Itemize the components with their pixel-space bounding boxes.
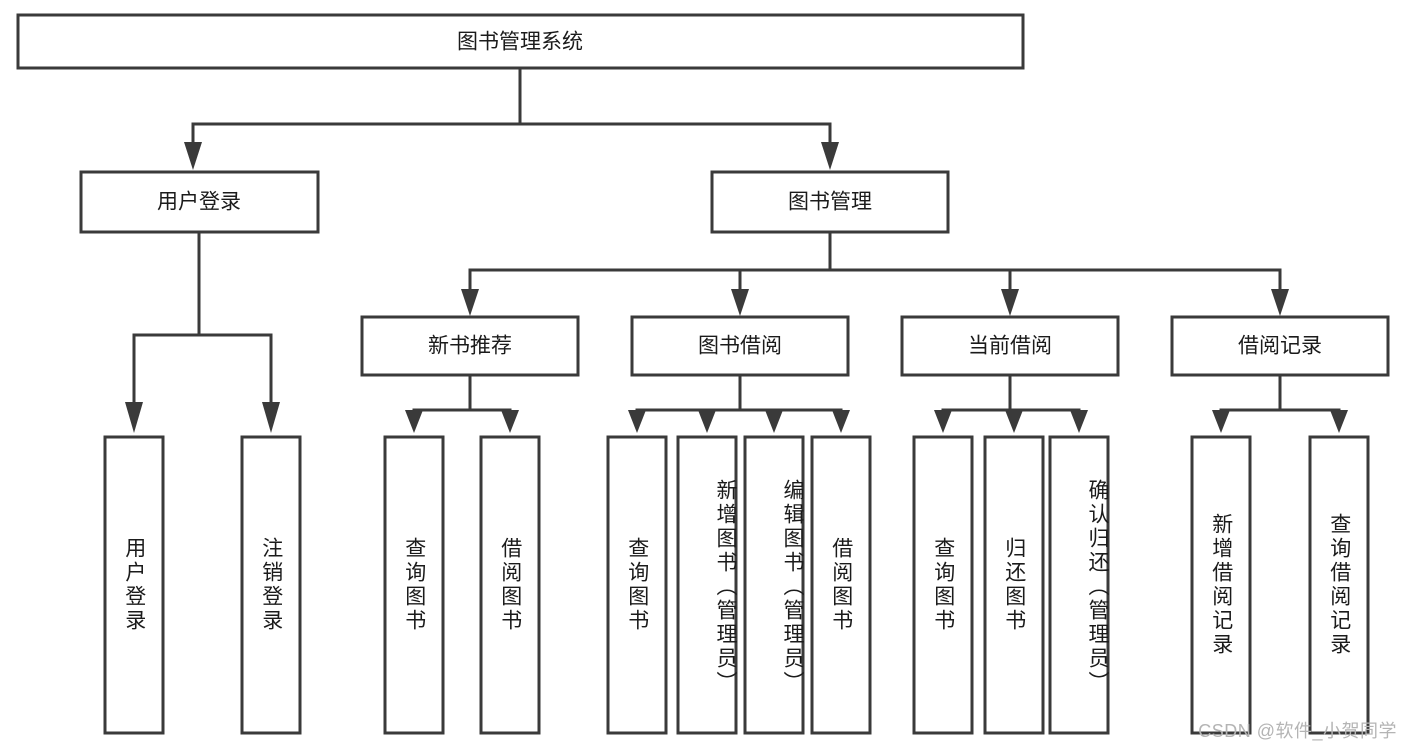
- arrow-leaf-logout-icon: [262, 402, 280, 433]
- leaf-box-logout[interactable]: [240, 435, 302, 735]
- leaf-box-query-book-2[interactable]: [606, 435, 668, 735]
- node-current-borrow-box[interactable]: [900, 315, 1120, 377]
- node-current-borrow[interactable]: 当前借阅: [900, 315, 1120, 377]
- leaf-box-return-book[interactable]: [983, 435, 1045, 735]
- node-book-borrow[interactable]: 图书借阅: [630, 315, 850, 377]
- leaf-box-borrow-book-1[interactable]: [479, 435, 541, 735]
- arrow-leaf-query-book-2-icon: [628, 410, 646, 433]
- arrow-leaf-query-record-icon: [1330, 410, 1348, 433]
- arrow-leaf-add-record-icon: [1212, 410, 1230, 433]
- node-current-borrow-label: 当前借阅: [968, 335, 1052, 358]
- leaf-box-add-book[interactable]: [676, 435, 738, 735]
- arrow-leaf-query-book-1-icon: [405, 410, 423, 433]
- arrow-to-new-book-recommend-icon: [461, 289, 479, 316]
- node-book-borrow-box[interactable]: [630, 315, 850, 377]
- node-book-borrow-label: 图书借阅: [698, 335, 782, 358]
- leaf-box-confirm-return[interactable]: [1048, 435, 1110, 735]
- arrow-leaf-query-book-3-icon: [934, 410, 952, 433]
- node-borrow-record-box[interactable]: [1170, 315, 1390, 377]
- node-user-login[interactable]: 用户登录: [79, 170, 320, 234]
- arrow-leaf-confirm-return-icon: [1070, 410, 1088, 433]
- node-user-login-label: 用户登录: [157, 191, 241, 214]
- leaf-box-edit-book[interactable]: [743, 435, 805, 735]
- arrow-root-to-book-manage-icon: [821, 142, 839, 170]
- arrow-leaf-return-book-icon: [1005, 410, 1023, 433]
- arrow-leaf-borrow-book-1-icon: [501, 410, 519, 433]
- node-book-manage-label: 图书管理: [788, 191, 872, 214]
- leaf-box-user-login[interactable]: [103, 435, 165, 735]
- arrow-root-to-user-login-icon: [184, 142, 202, 170]
- arrow-leaf-user-login-icon: [125, 402, 143, 433]
- node-root-label: 图书管理系统: [457, 31, 583, 54]
- leaf-box-query-record[interactable]: [1308, 435, 1370, 735]
- node-root-box[interactable]: [16, 13, 1025, 70]
- arrow-to-book-borrow-icon: [731, 289, 749, 316]
- arrow-leaf-borrow-book-2-icon: [832, 410, 850, 433]
- leaf-box-query-book-1[interactable]: [383, 435, 445, 735]
- node-borrow-record[interactable]: 借阅记录: [1170, 315, 1390, 377]
- arrow-to-current-borrow-icon: [1001, 289, 1019, 316]
- node-new-book-recommend-label: 新书推荐: [428, 335, 512, 358]
- leaf-box-borrow-book-2[interactable]: [810, 435, 872, 735]
- arrow-to-borrow-record-icon: [1271, 289, 1289, 316]
- csdn-watermark: CSDN @软件_小贺同学: [1198, 721, 1397, 741]
- node-borrow-record-label: 借阅记录: [1238, 335, 1322, 358]
- node-book-manage[interactable]: 图书管理: [710, 170, 950, 234]
- arrow-leaf-add-book-icon: [698, 410, 716, 433]
- leaf-box-query-book-3[interactable]: [912, 435, 974, 735]
- node-book-manage-box[interactable]: [710, 170, 950, 234]
- node-new-book-recommend[interactable]: 新书推荐: [360, 315, 580, 377]
- arrow-leaf-edit-book-icon: [765, 410, 783, 433]
- node-new-book-recommend-box[interactable]: [360, 315, 580, 377]
- leaf-box-add-record[interactable]: [1190, 435, 1252, 735]
- node-root[interactable]: 图书管理系统: [16, 13, 1025, 70]
